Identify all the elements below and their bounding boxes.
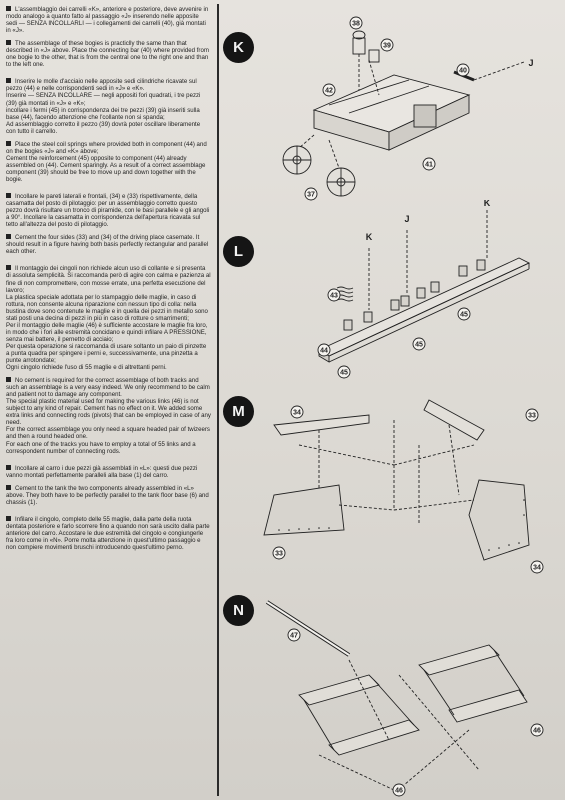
callout-42: 42 [325, 88, 333, 95]
column-divider [217, 4, 219, 796]
callout-43: 43 [330, 293, 338, 300]
paragraph-m-italian: Incollare le pareti laterali e frontali,… [6, 193, 210, 229]
callout-33-b: 33 [275, 551, 283, 558]
paragraph-o-english: Cement to the tank the two components al… [6, 484, 209, 506]
diagram-step-m: 34 33 33 34 [263, 399, 544, 574]
bullet-mark [6, 140, 11, 146]
callout-38: 38 [352, 21, 360, 28]
bullet-mark [6, 464, 11, 470]
diagram-column: K [219, 0, 565, 800]
paragraph-o-italian: Incollare al carro i due pezzi già assem… [6, 464, 198, 479]
bullet-mark [6, 6, 11, 11]
instructions-text-column: L'assemblaggio dei carrelli «K», anterio… [6, 6, 211, 796]
bullet-mark [6, 78, 11, 84]
step-badge-l: L [223, 236, 254, 267]
callout-j: J [528, 58, 533, 68]
callout-46: 46 [533, 728, 541, 735]
paragraph-l-english: Place the steel coil springs where provi… [6, 140, 207, 183]
callout-37: 37 [307, 192, 315, 199]
callout-44: 44 [320, 348, 328, 355]
paragraph-k-english: The assemblage of these bogies is practi… [6, 40, 209, 69]
callout-33: 33 [528, 413, 536, 420]
callout-k-right: K [484, 200, 491, 208]
paragraph-k-italian: L'assemblaggio dei carrelli «K», anterio… [6, 6, 209, 35]
callout-46-b: 46 [395, 788, 403, 795]
callout-45-c: 45 [340, 370, 348, 377]
step-badge-m: M [223, 396, 254, 427]
callout-34-b: 34 [533, 565, 541, 572]
callout-39: 39 [383, 43, 391, 50]
callout-45: 45 [460, 312, 468, 319]
step-badge-k: K [223, 32, 254, 63]
bullet-mark [6, 40, 11, 46]
callout-41: 41 [425, 162, 433, 169]
bullet-mark [6, 193, 11, 199]
bullet-mark [6, 265, 11, 271]
bullet-mark [6, 234, 11, 240]
diagram-step-n: 47 46 46 [265, 600, 544, 797]
paragraph-l-italian: Inserire le molle d'acciaio nelle apposi… [6, 78, 201, 135]
paragraph-p-italian: Infilare il cingolo, completo delle 55 m… [6, 515, 210, 552]
diagram-step-k: 38 39 40 42 41 37 J [282, 16, 534, 201]
callout-40: 40 [459, 68, 467, 75]
bullet-mark [6, 515, 11, 521]
paragraph-n-english: No cement is required for the correct as… [6, 377, 211, 455]
callout-47: 47 [290, 633, 298, 640]
paragraph-n-italian: Il montaggio dei cingoli non richiede al… [6, 265, 211, 372]
callout-34: 34 [293, 410, 301, 417]
paragraph-m-english: Cement the four sides (33) and (34) of t… [6, 234, 209, 256]
callout-j: J [404, 214, 409, 224]
callout-45-b: 45 [415, 342, 423, 349]
step-badge-n: N [223, 595, 254, 626]
diagram-step-l: K J K 43 45 44 45 45 [317, 200, 531, 379]
callout-k-left: K [366, 232, 373, 242]
bullet-mark [6, 377, 11, 383]
bullet-mark [6, 484, 11, 490]
